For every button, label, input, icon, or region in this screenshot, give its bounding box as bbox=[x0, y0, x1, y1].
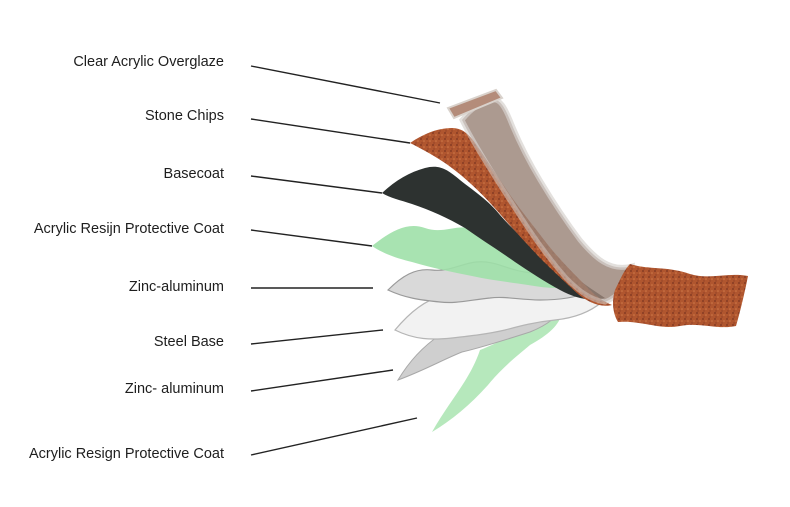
label-basecoat: Basecoat bbox=[163, 166, 224, 182]
label-steel-base: Steel Base bbox=[153, 334, 224, 350]
leader-line-overglaze bbox=[250, 65, 441, 104]
stone-chip-tile-tail bbox=[613, 264, 748, 328]
leader-line-steel-base bbox=[250, 329, 384, 345]
label-acrylic-resign-protective-coat: Acrylic Resign Protective Coat bbox=[28, 446, 224, 462]
label-clear-acrylic-overglaze: Clear Acrylic Overglaze bbox=[73, 54, 224, 70]
leader-line-basecoat bbox=[250, 175, 383, 194]
leader-line-stone-chips bbox=[250, 118, 411, 144]
label-zinc-aluminum-lower: Zinc- aluminum bbox=[124, 381, 224, 397]
leader-line-protective-coat-upper bbox=[250, 229, 373, 247]
layer-upper-protective-coat bbox=[372, 226, 580, 289]
overglaze-top-ridge bbox=[446, 88, 504, 120]
leader-line-zinc-lower bbox=[250, 369, 394, 392]
label-acrylic-resijn-protective-coat: Acrylic Resijn Protective Coat bbox=[33, 221, 224, 237]
leader-lines bbox=[250, 65, 441, 456]
layer-bottom-protective-coat bbox=[432, 308, 562, 432]
leader-line-protective-coat-lower bbox=[250, 417, 418, 456]
label-stone-chips: Stone Chips bbox=[145, 108, 224, 124]
label-zinc-aluminum-upper: Zinc-aluminum bbox=[128, 279, 224, 295]
